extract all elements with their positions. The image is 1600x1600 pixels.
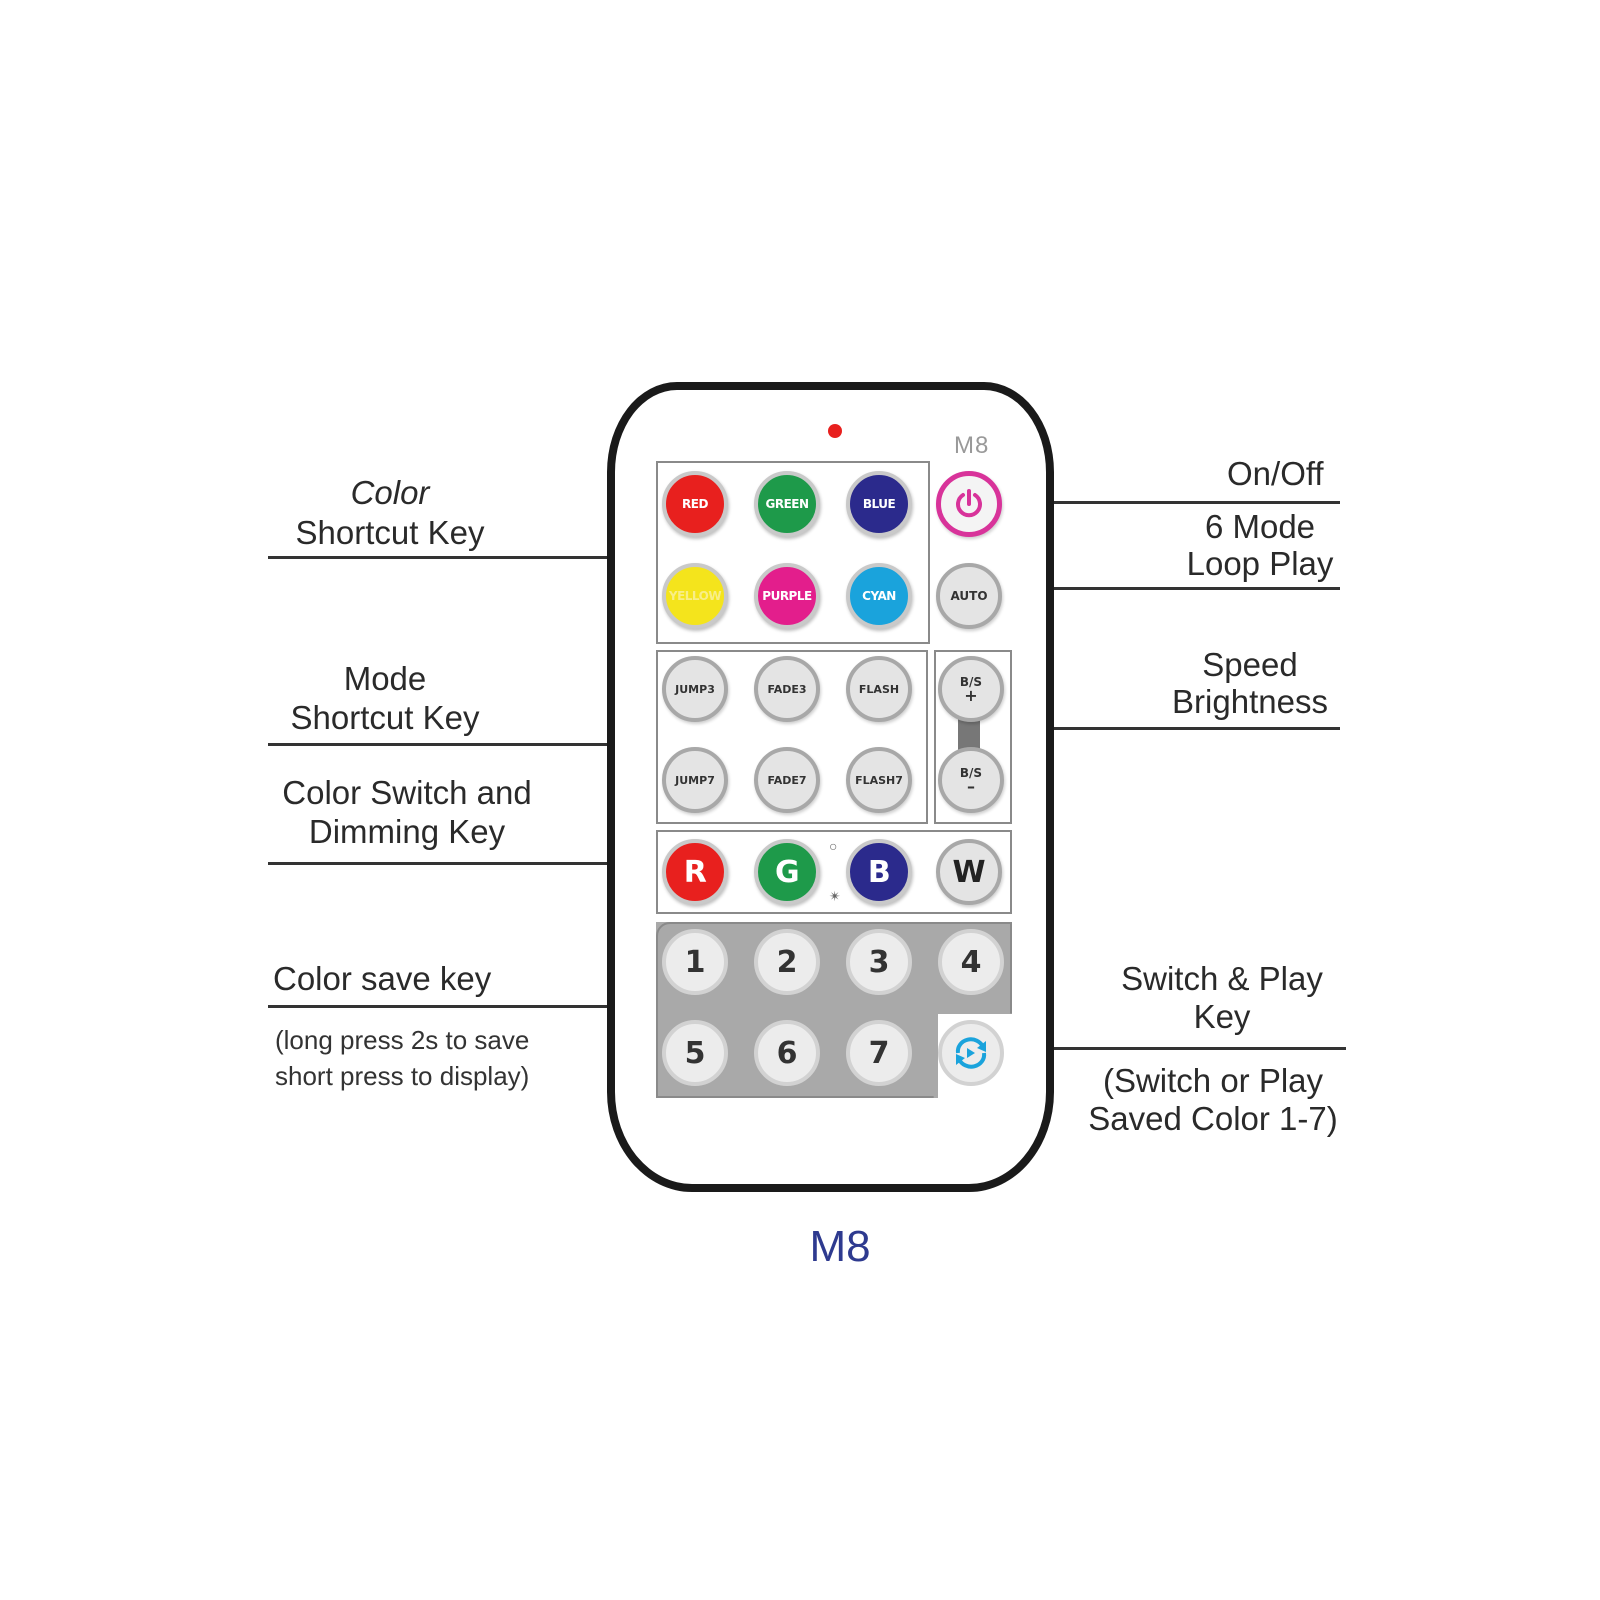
color-key-yellow[interactable]: YELLOW xyxy=(662,563,728,629)
model-mark: M8 xyxy=(954,432,990,459)
rgb-key-w[interactable]: W xyxy=(936,839,1002,905)
color-save-note-line2: short press to display) xyxy=(275,1061,530,1091)
color-shortcut-label-line2: Shortcut Key xyxy=(295,514,485,551)
mode-shortcut-label-line1: Mode xyxy=(343,660,427,697)
color-key-purple[interactable]: PURPLE xyxy=(754,563,820,629)
on-off-mark-icon: ○ xyxy=(829,838,838,854)
speed-leader xyxy=(1018,727,1340,730)
color-shortcut-label-line1: Color xyxy=(350,474,430,511)
mode-key-jump3[interactable]: JUMP3 xyxy=(662,656,728,722)
speed-plus-button[interactable]: B/S + xyxy=(938,656,1004,722)
mode-loop-label-line1: 6 Mode xyxy=(1204,508,1316,545)
save-key-4[interactable]: 4 xyxy=(938,929,1004,995)
remote-caption: M8 xyxy=(809,1222,871,1271)
mode-loop-label-line2: Loop Play xyxy=(1186,545,1334,582)
color-save-leader xyxy=(268,1005,642,1008)
color-switch-leader xyxy=(268,862,642,865)
color-save-note-line1: (long press 2s to save xyxy=(275,1025,530,1055)
mode-key-jump7[interactable]: JUMP7 xyxy=(662,747,728,813)
mode-key-fade3[interactable]: FADE3 xyxy=(754,656,820,722)
auto-button[interactable]: AUTO xyxy=(936,563,1002,629)
ir-led-indicator xyxy=(828,424,842,438)
switch-play-note-line1: (Switch or Play xyxy=(1102,1062,1324,1099)
brightness-mark-icon: ✴ xyxy=(829,888,841,904)
mode-key-flash[interactable]: FLASH xyxy=(846,656,912,722)
switch-play-label-line1: Switch & Play xyxy=(1121,960,1323,997)
power-button[interactable] xyxy=(936,471,1002,537)
mode-shortcut-label-line2: Shortcut Key xyxy=(290,699,480,736)
save-key-6[interactable]: 6 xyxy=(754,1020,820,1086)
switch-play-note-line2: Saved Color 1-7) xyxy=(1088,1100,1338,1137)
color-key-red[interactable]: RED xyxy=(662,471,728,537)
color-switch-label-line2: Dimming Key xyxy=(308,813,506,850)
color-shortcut-leader xyxy=(268,556,642,559)
power-icon xyxy=(956,489,982,518)
mode-key-fade7[interactable]: FADE7 xyxy=(754,747,820,813)
speed-plus-label: B/S xyxy=(959,675,983,689)
speed-group xyxy=(934,650,1012,824)
plus-sign: + xyxy=(964,686,978,705)
mode-key-flash7[interactable]: FLASH7 xyxy=(846,747,912,813)
save-key-5[interactable]: 5 xyxy=(662,1020,728,1086)
speed-minus-button[interactable]: B/S – xyxy=(938,747,1004,813)
color-key-cyan[interactable]: CYAN xyxy=(846,563,912,629)
color-save-label: Color save key xyxy=(273,960,492,997)
switch-play-icon xyxy=(955,1037,987,1069)
minus-sign: – xyxy=(967,777,975,796)
speed-minus-label: B/S xyxy=(959,766,983,780)
mode-loop-leader xyxy=(1018,587,1340,590)
save-key-3[interactable]: 3 xyxy=(846,929,912,995)
switch-play-button[interactable] xyxy=(938,1020,1004,1086)
on-off-label: On/Off xyxy=(1227,455,1324,492)
color-key-green[interactable]: GREEN xyxy=(754,471,820,537)
save-key-7[interactable]: 7 xyxy=(846,1020,912,1086)
mode-shortcut-leader xyxy=(268,743,642,746)
mode-shortcut-group xyxy=(656,650,928,824)
on-off-leader xyxy=(1018,501,1340,504)
switch-play-label-line2: Key xyxy=(1193,998,1251,1035)
rgb-key-r[interactable]: R xyxy=(662,839,728,905)
rgb-key-b[interactable]: B xyxy=(846,839,912,905)
rgbw-group xyxy=(656,830,1012,914)
rgb-key-g[interactable]: G xyxy=(754,839,820,905)
speed-label-line1: Speed xyxy=(1202,646,1298,683)
color-shortcut-group xyxy=(656,461,930,644)
color-switch-label-line1: Color Switch and xyxy=(282,774,532,811)
color-key-blue[interactable]: BLUE xyxy=(846,471,912,537)
speed-label-line2: Brightness xyxy=(1172,683,1328,720)
save-key-1[interactable]: 1 xyxy=(662,929,728,995)
save-key-2[interactable]: 2 xyxy=(754,929,820,995)
switch-play-leader xyxy=(1024,1047,1346,1050)
